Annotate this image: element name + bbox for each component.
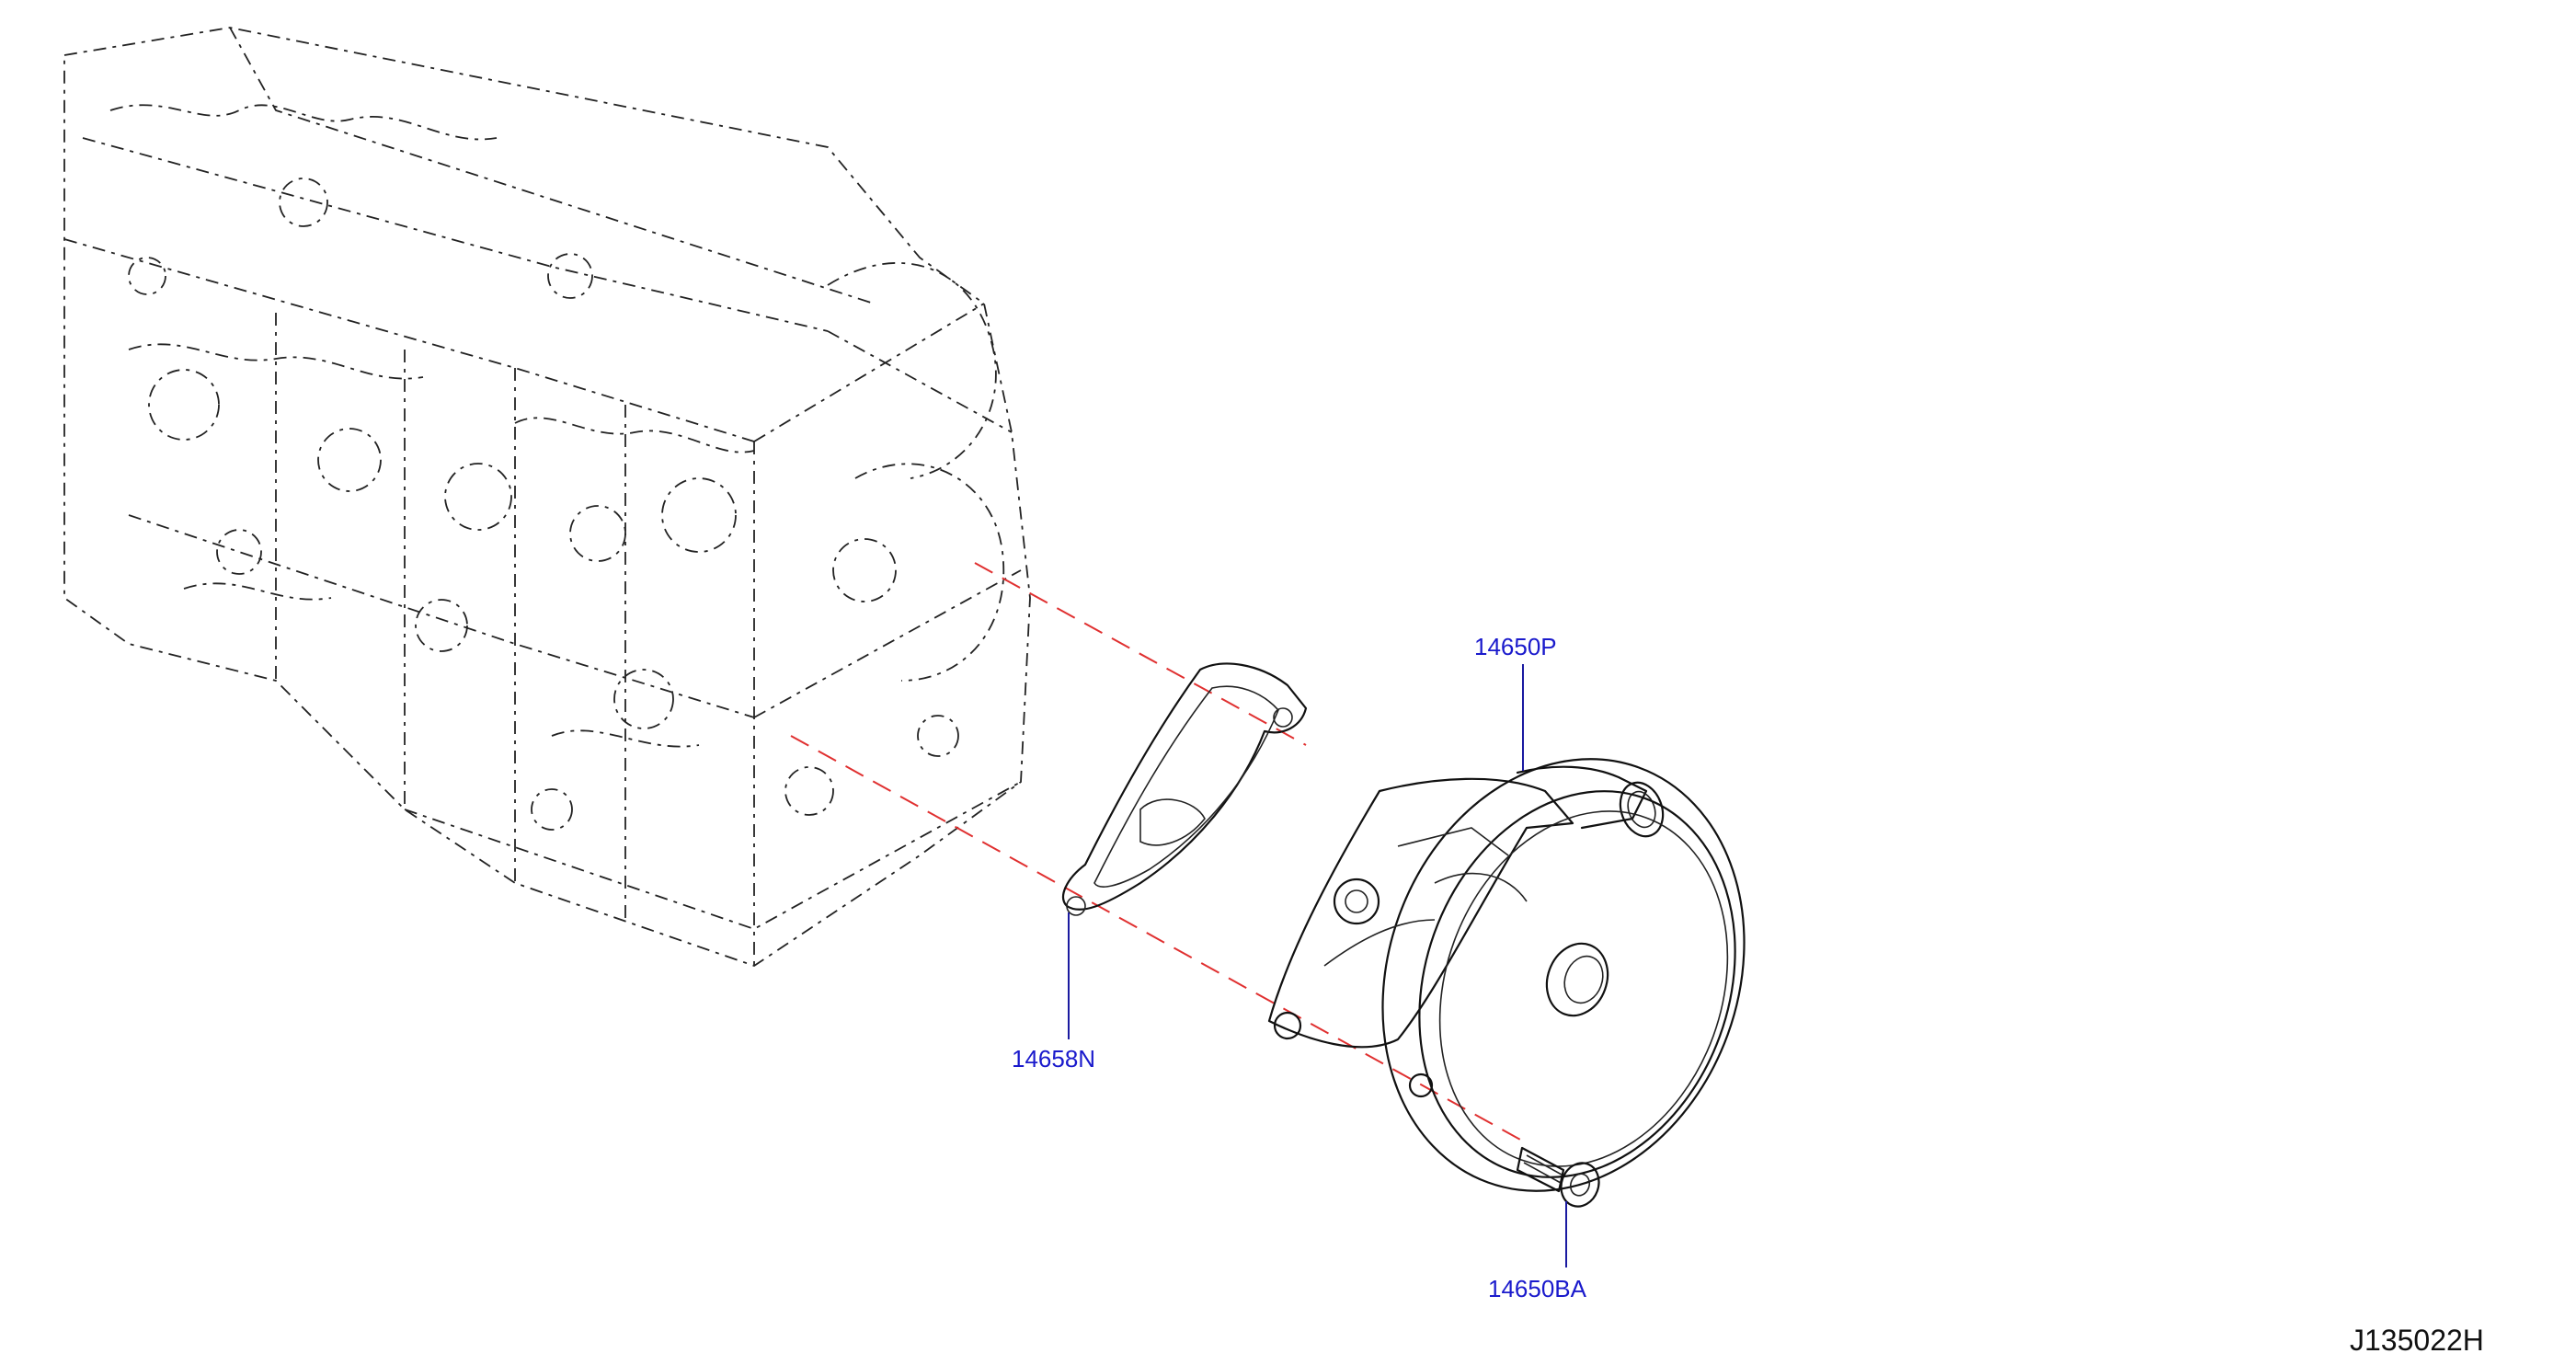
engine-block — [63, 27, 1031, 967]
gasket-part — [1061, 662, 1308, 916]
assembly-axes — [790, 562, 1523, 1141]
drawing-code: J135022H — [2350, 1324, 2484, 1357]
callout-label-14650P: 14650P — [1474, 633, 1557, 660]
callout-labels: 14650P 14658N 14650BA J135022H — [1012, 633, 2484, 1357]
callout-label-14650BA: 14650BA — [1488, 1275, 1587, 1302]
leader-lines — [1068, 664, 1567, 1268]
water-pump-part — [1267, 758, 1746, 1192]
callout-label-14658N: 14658N — [1012, 1045, 1095, 1072]
bolt-part — [1516, 1146, 1600, 1208]
